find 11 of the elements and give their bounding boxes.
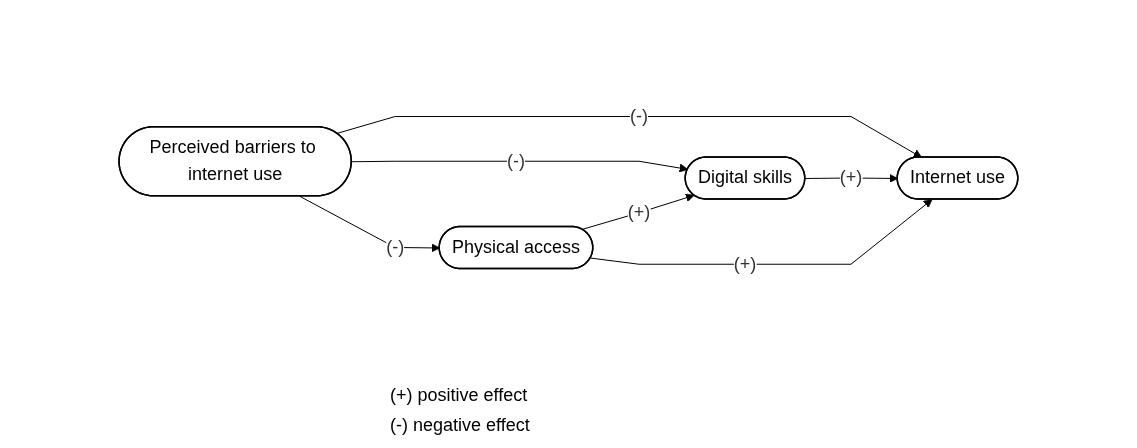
legend-note: (+) positive effect bbox=[390, 384, 528, 407]
edge-label: (-) bbox=[507, 150, 526, 171]
edge-label: (+) bbox=[839, 167, 863, 188]
arrow bbox=[590, 198, 933, 265]
arrow bbox=[351, 160, 689, 173]
edge-label: (-) bbox=[630, 105, 649, 126]
edge-label: (-) bbox=[386, 236, 405, 257]
edge-label: (+) bbox=[733, 253, 757, 274]
arrow bbox=[336, 115, 923, 158]
legend-note: (-) negative effect bbox=[390, 414, 530, 437]
edge-label: (+) bbox=[627, 201, 651, 222]
